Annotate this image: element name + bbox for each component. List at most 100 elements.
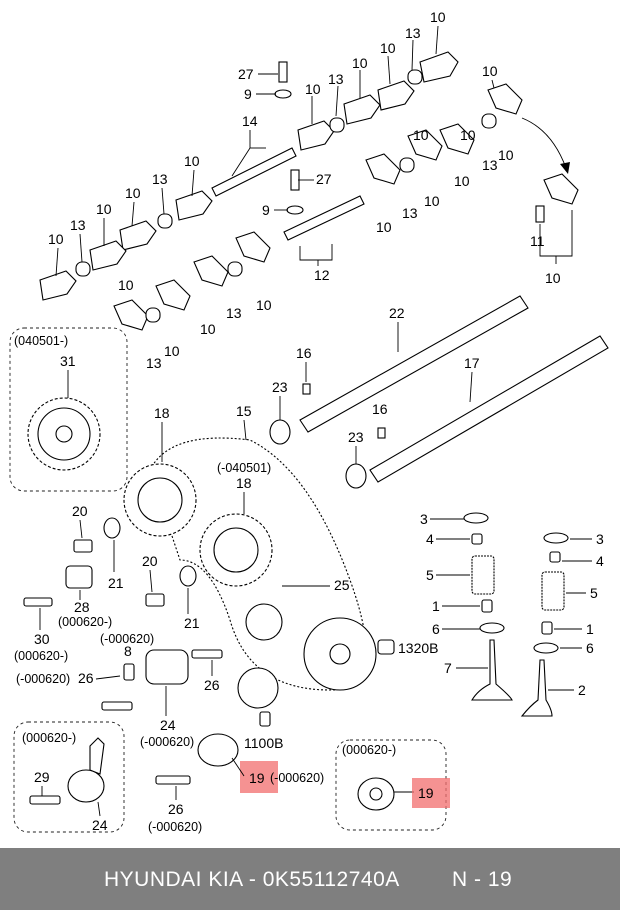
label-retainer: 3 <box>420 511 428 527</box>
label-rocker-arm: 10 <box>305 81 321 97</box>
label-rocker-shaft: 14 <box>242 113 258 129</box>
label-bolt: 27 <box>316 171 332 187</box>
label-bolt: 27 <box>238 66 254 82</box>
spacer-ring <box>145 307 161 323</box>
label-rocker-arm: 10 <box>200 321 216 337</box>
label-rocker-arm: 10 <box>376 219 392 235</box>
tensioner-date: (-000620) <box>140 735 194 749</box>
rocker-arm <box>119 220 157 251</box>
label-rocker-arm: 10 <box>482 63 498 79</box>
spacer-ring <box>227 261 243 277</box>
bolt <box>23 597 53 607</box>
rocker-arm <box>377 80 415 111</box>
bolt26a-date: (-000620) <box>16 672 70 686</box>
adjuster <box>535 205 545 223</box>
spacer-ring <box>329 117 345 133</box>
spacer-ring <box>481 113 497 129</box>
timing-belt-system: 18 15 (-040501) 18 25 1320B 1100B <box>123 403 438 751</box>
label-rocker-spring: 13 <box>402 205 418 221</box>
label-keeper: 1 <box>432 598 440 614</box>
label-rocker-arm: 10 <box>424 193 440 209</box>
inset-sprocket: (040501-) 31 <box>9 327 128 492</box>
label-rocker-arm: 10 <box>454 173 470 189</box>
label-bolt: 20 <box>72 503 88 519</box>
label-rocker-spring: 13 <box>226 305 242 321</box>
rocker-arm <box>193 255 229 287</box>
label-retainer: 3 <box>596 531 604 547</box>
label-rocker-arm: 10 <box>380 40 396 56</box>
crank-sprocket <box>237 667 279 709</box>
label-spring-seat: 6 <box>586 640 594 656</box>
label-rocker-arm: 10 <box>125 185 141 201</box>
stud <box>123 663 135 681</box>
footer-bar: HYUNDAI KIA - 0K55112740A N - 19 <box>0 848 620 910</box>
valve-spring <box>541 571 565 611</box>
rocker-arm <box>89 240 127 271</box>
label-rocker-arm: 10 <box>96 201 112 217</box>
label-rocker-spring: 13 <box>328 71 344 87</box>
label-washer: 9 <box>262 202 270 218</box>
washer <box>103 517 121 539</box>
label-bolt: 30 <box>34 631 50 647</box>
label-sprocket: 18 <box>154 405 170 421</box>
key <box>302 383 311 395</box>
inset-date: (000620-) <box>342 743 396 757</box>
label-washer: 9 <box>244 86 252 102</box>
spacer-date: (000620-) <box>58 615 112 629</box>
label-oil-seal: 23 <box>348 429 364 445</box>
label-sprocket: 18 <box>236 475 252 491</box>
label-rocker-spring: 13 <box>70 217 86 233</box>
rocker-shaft <box>211 147 297 197</box>
washer <box>286 205 304 215</box>
label-adjuster: 11 <box>530 233 545 249</box>
retainer <box>543 532 569 544</box>
left-hardware: 20 21 28 (000620-) 30 (000620-) 20 21 (-… <box>14 503 324 834</box>
valve-assembly-left: 3 4 5 1 6 7 <box>420 511 513 701</box>
stud-date: (-000620) <box>100 632 154 646</box>
label-washer: 21 <box>184 615 200 631</box>
highlight-pulley <box>240 761 278 793</box>
bolt <box>73 539 93 553</box>
rocker-arm <box>235 231 271 263</box>
label-camshaft: 22 <box>389 305 405 321</box>
label-camshaft: 17 <box>464 355 480 371</box>
tensioner-body <box>145 649 189 685</box>
label-tensioner: 24 <box>160 717 176 733</box>
label-rocker-shaft: 12 <box>314 267 330 283</box>
label-rocker-arm: 10 <box>413 127 429 143</box>
label-key: 16 <box>372 401 388 417</box>
rocker-arm <box>297 120 335 151</box>
inset-pulley: (000620-) 19 <box>335 739 450 831</box>
label-rocker-arm: 10 <box>352 55 368 71</box>
label-ref-1320b: 1320B <box>398 640 438 656</box>
tensioner-pulley <box>67 769 105 803</box>
label-idler: 25 <box>334 577 350 593</box>
bolt <box>155 775 191 785</box>
label-valve-seal: 4 <box>426 531 434 547</box>
label-rocker-arm: 10 <box>498 147 514 163</box>
washer <box>179 565 197 587</box>
rocker-arm <box>175 190 213 221</box>
pulley19-date: (-000620) <box>270 771 324 785</box>
ref-part <box>259 711 271 727</box>
bolt <box>290 169 300 191</box>
keeper <box>541 621 553 635</box>
rocker-arm-assembly <box>39 51 579 331</box>
footer-part-number: HYUNDAI KIA - 0K55112740A <box>104 868 400 891</box>
label-bolt: 26 <box>204 677 220 693</box>
valve-assembly-right: 3 4 5 1 6 2 <box>520 531 604 717</box>
rocker-arm <box>113 299 149 331</box>
rocker-arm <box>419 51 459 83</box>
label-oil-seal: 23 <box>272 379 288 395</box>
label-rocker-arm: 10 <box>430 9 446 25</box>
bolt <box>145 593 165 607</box>
label-rocker-arm: 10 <box>164 343 180 359</box>
retainer <box>463 512 489 524</box>
rocker-arm <box>439 123 475 155</box>
rocker-arm <box>155 279 191 311</box>
label-rocker-spring: 13 <box>482 157 498 173</box>
label-pulley: 19 <box>418 785 434 801</box>
label-rocker-spring: 13 <box>146 355 162 371</box>
rocker-labels: 10 13 10 10 13 10 27 9 14 10 13 10 10 13… <box>48 9 573 371</box>
bolt <box>101 701 133 711</box>
